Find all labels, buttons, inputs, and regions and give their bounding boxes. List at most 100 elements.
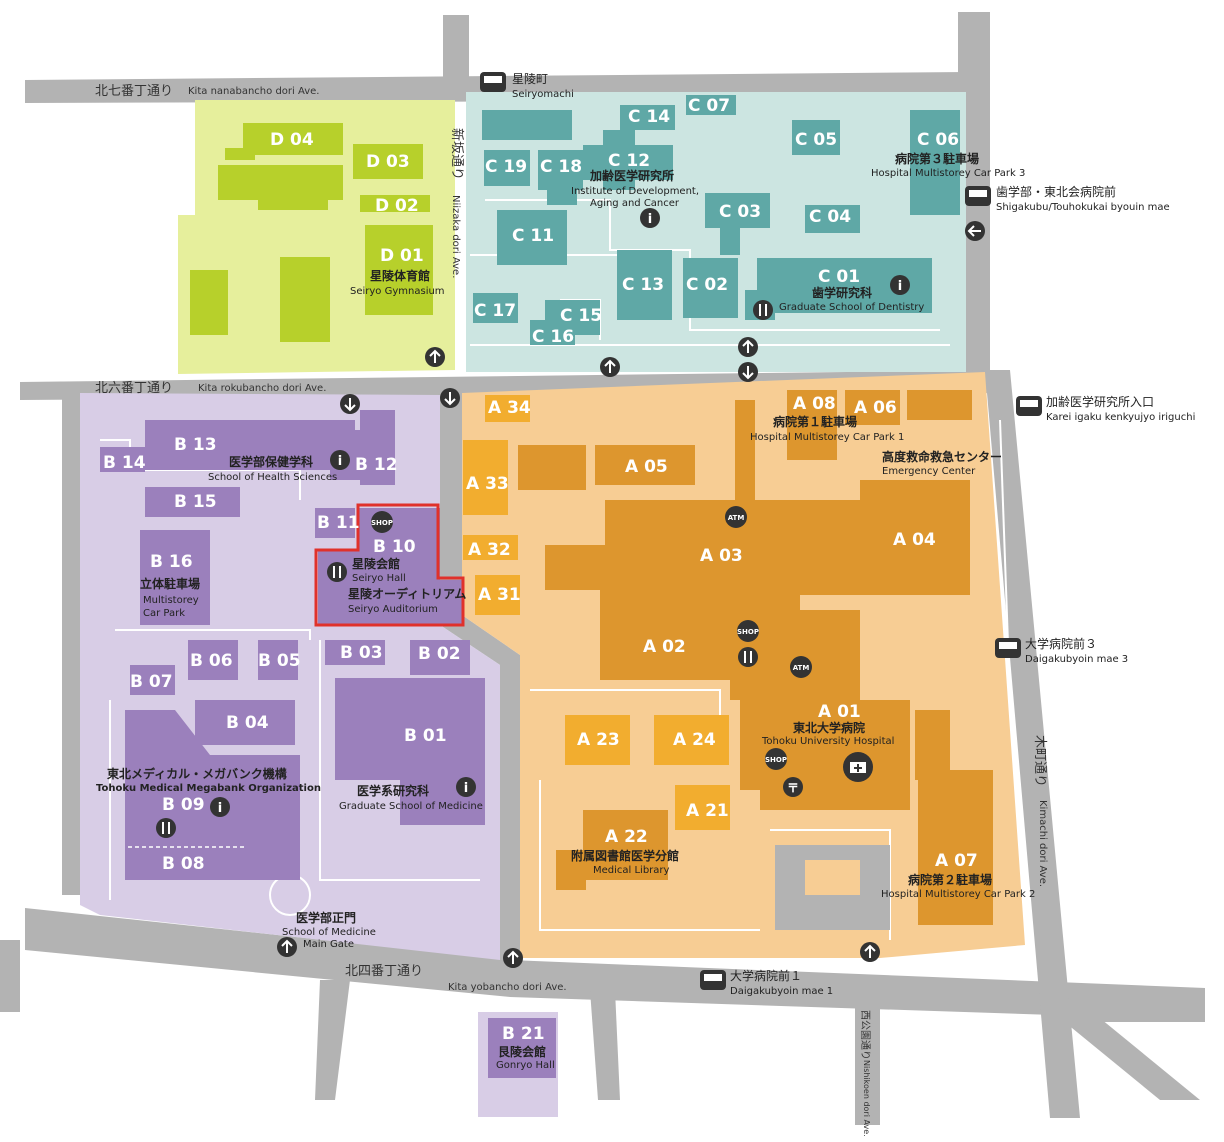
entrance-arrow-icon	[738, 337, 758, 357]
label-a01-en: Tohoku University Hospital	[761, 736, 894, 747]
road-nishikoen-en: Nishikoen dori Ave.	[862, 1060, 871, 1137]
road-kita4-jp: 北四番丁通り	[345, 964, 423, 979]
label-b12-jp: 医学部保健学科	[229, 454, 313, 469]
entrance-arrow-icon	[503, 948, 523, 968]
bus-daigaku1-en: Daigakubyoin mae 1	[730, 986, 833, 997]
post-office-icon: 〒	[783, 777, 803, 797]
road-kita7-jp: 北七番丁通り	[95, 84, 173, 99]
building-codes: D 04 D 03 D 02 D 01 C 07 C 14 C 05 C 06 …	[103, 96, 978, 1044]
bus-stops: 星陵町 Seiryomachi 歯学部・東北会病院前 Shigakubu/Tou…	[480, 72, 1195, 997]
entrance-arrow-icon	[738, 362, 758, 382]
bus-daigaku3-jp: 大学病院前３	[1025, 636, 1097, 651]
bus-seiryomachi-en: Seiryomachi	[512, 89, 574, 100]
road-niizaka-en: Niizaka dori Ave.	[450, 195, 461, 278]
svg-text:SHOP: SHOP	[765, 756, 787, 764]
entrance-arrow-icon	[965, 221, 985, 241]
bld-b07: B 07	[130, 672, 173, 692]
label-b10-en: Seiryo Hall	[352, 573, 406, 584]
bld-c03: C 03	[719, 202, 761, 222]
bld-a01: A 01	[818, 702, 861, 722]
entrance-arrow-icon	[277, 937, 297, 957]
bus-karei-en: Karei igaku kenkyujyo iriguchi	[1046, 412, 1195, 423]
road-kimachi-jp: 木町通り	[1032, 735, 1047, 787]
seiryo-auditorium-outline	[314, 503, 465, 627]
bld-a24: A 24	[673, 730, 716, 750]
road-labels: 北七番丁通り Kita nanabancho dori Ave. 北六番丁通り …	[95, 84, 1048, 1137]
amenity-icons: i i i i i SHOP SHOP SHOP ATM ATM 〒	[156, 208, 910, 838]
restaurant-icon	[738, 647, 758, 667]
restaurant-icon	[156, 818, 176, 838]
bld-b14: B 14	[103, 453, 146, 473]
label-b21-en: Gonryo Hall	[496, 1060, 555, 1071]
b21-building	[488, 1018, 556, 1078]
bld-c13: C 13	[622, 275, 664, 295]
road-kita6-en: Kita rokubancho dori Ave.	[198, 383, 326, 394]
bld-b09: B 09	[162, 795, 205, 815]
bus-daigaku1-jp: 大学病院前１	[730, 968, 802, 983]
bld-c06: C 06	[917, 130, 959, 150]
road-kimachi-en: Kimachi dori Ave.	[1037, 800, 1048, 887]
label-a01-jp: 東北大学病院	[793, 720, 865, 735]
label-c12-en1: Institute of Development,	[571, 186, 699, 197]
svg-text:SHOP: SHOP	[737, 628, 759, 636]
bld-a04: A 04	[893, 530, 936, 550]
bld-b21: B 21	[502, 1024, 545, 1044]
label-c06-en: Hospital Multistorey Car Park 3	[871, 168, 1025, 179]
bld-a23: A 23	[577, 730, 620, 750]
label-b09-jp: 東北メディカル・メガバンク機構	[107, 766, 287, 781]
bus-stop-shigakubu: 歯学部・東北会病院前 Shigakubu/Touhokukai byouin m…	[965, 184, 1170, 213]
label-a07-jp: 病院第２駐車場	[908, 872, 992, 887]
label-d01-en: Seiryo Gymnasium	[350, 286, 445, 297]
bld-b02: B 02	[418, 644, 461, 664]
label-d01-jp: 星陵体育館	[370, 268, 430, 283]
bld-c11: C 11	[512, 226, 554, 246]
entrance-arrow-icon	[860, 942, 880, 962]
bld-a21: A 21	[686, 801, 729, 821]
bus-shigakubu-jp: 歯学部・東北会病院前	[996, 184, 1116, 199]
bld-c18: C 18	[540, 157, 582, 177]
road-kita6-jp: 北六番丁通り	[95, 381, 173, 396]
bld-a05: A 05	[625, 457, 668, 477]
label-b12-en: School of Health Sciences	[208, 472, 337, 483]
a-buildings	[518, 390, 993, 925]
bld-c04: C 04	[809, 207, 851, 227]
label-b16-en2: Car Park	[143, 608, 185, 619]
shop-icon: SHOP	[737, 620, 759, 642]
bld-a31: A 31	[478, 585, 521, 605]
bld-b12: B 12	[355, 455, 398, 475]
parking-lot-island	[805, 860, 860, 895]
bld-b06: B 06	[190, 651, 233, 671]
atm-icon: ATM	[790, 656, 812, 678]
label-a22-jp: 附属図書館医学分館	[571, 848, 679, 863]
label-a08-en: Hospital Multistorey Car Park 1	[750, 432, 904, 443]
bld-c19: C 19	[485, 157, 527, 177]
svg-text:ATM: ATM	[728, 514, 745, 522]
bld-c05: C 05	[795, 130, 837, 150]
bld-a02: A 02	[643, 637, 686, 657]
label-b01-en: Graduate School of Medicine	[339, 801, 483, 812]
bus-shigakubu-en: Shigakubu/Touhokukai byouin mae	[996, 202, 1170, 213]
road-kita7-en: Kita nanabancho dori Ave.	[188, 86, 319, 97]
label-gate-en2: Main Gate	[303, 939, 354, 950]
svg-text:SHOP: SHOP	[371, 519, 393, 527]
info-icon: i	[210, 797, 230, 817]
bld-a08: A 08	[793, 394, 836, 414]
road-nishikoen-jp: 西公園通り	[859, 1010, 871, 1060]
hospital-icon	[843, 752, 873, 782]
bld-b03: B 03	[340, 643, 383, 663]
bld-c02: C 02	[686, 275, 728, 295]
label-a07-en: Hospital Multistorey Car Park 2	[881, 889, 1035, 900]
svg-text:i: i	[648, 212, 652, 227]
label-b09-en: Tohoku Medical Megabank Organization	[96, 783, 321, 794]
bld-d01: D 01	[380, 246, 424, 266]
svg-text:〒: 〒	[787, 781, 799, 795]
bld-a03: A 03	[700, 546, 743, 566]
bld-b10: B 10	[373, 537, 416, 557]
label-c12-en2: Aging and Cancer	[590, 198, 680, 209]
bus-stop-daigaku1: 大学病院前１ Daigakubyoin mae 1	[700, 968, 833, 997]
label-aud-jp: 星陵オーディトリアム	[348, 586, 466, 601]
bld-c14: C 14	[628, 107, 670, 127]
svg-text:i: i	[898, 279, 902, 294]
bld-a06: A 06	[854, 398, 897, 418]
